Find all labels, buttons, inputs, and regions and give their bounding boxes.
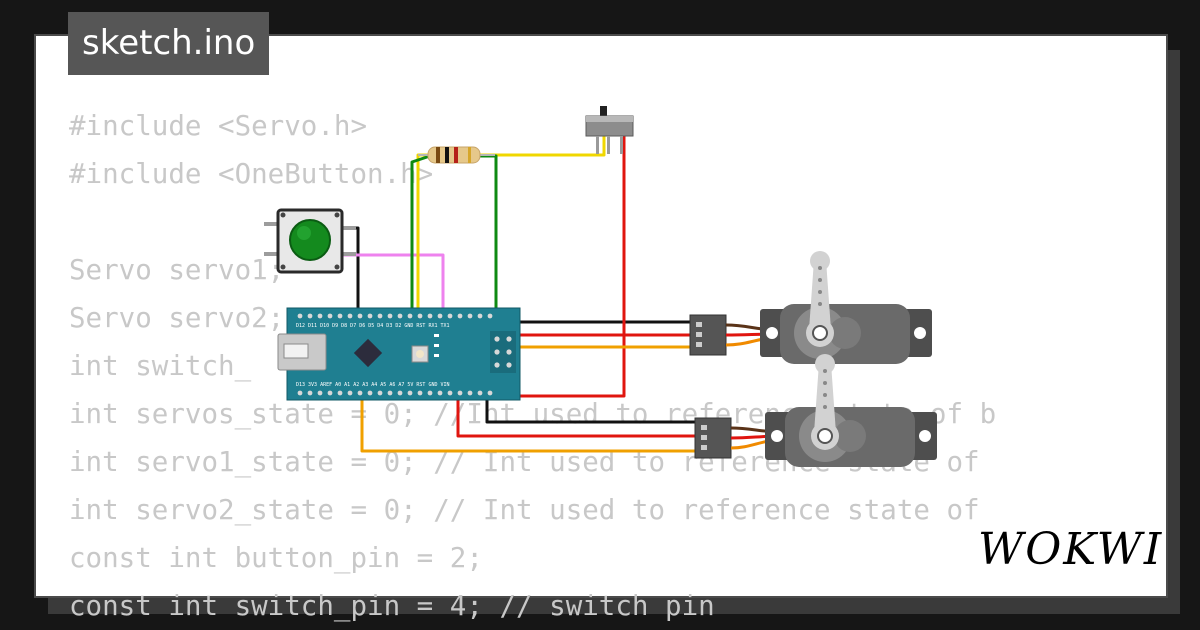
code-line: int servo2_state = 0; // Int used to ref…	[69, 494, 980, 526]
code-line: Servo servo1;	[69, 254, 285, 286]
board-top-pin-labels: D12 D11 D10 D9 D8 D7 D6 D5 D4 D3 D2 GND …	[296, 323, 450, 329]
servo-2-connector	[694, 417, 732, 459]
mcu-chip	[353, 338, 383, 368]
wire-yellow-resistor	[416, 136, 606, 310]
arduino-nano: D12 D11 D10 D9 D8 D7 D6 D5 D4 D3 D2 GND …	[277, 307, 521, 401]
code-line: Servo servo2;	[69, 302, 285, 334]
wire-orange-servo2	[360, 385, 695, 453]
code-line: #include <Servo.h>	[69, 110, 368, 142]
push-button[interactable]	[264, 208, 356, 274]
wires	[342, 136, 695, 453]
wokwi-logo: WOKWI	[978, 524, 1164, 575]
code-line: #include <OneButton.h>	[69, 158, 434, 190]
sketch-title: sketch.ino	[68, 12, 270, 75]
slide-switch[interactable]	[585, 106, 634, 154]
servo-1-connector	[689, 314, 727, 356]
wire-green-left	[410, 154, 431, 316]
resistor	[418, 146, 495, 164]
code-listing: #include <Servo.h> #include <OneButton.h>…	[69, 102, 996, 630]
wire-violet-button	[342, 253, 445, 316]
code-line: const int button_pin = 2;	[69, 542, 483, 574]
board-bottom-pin-labels: D13 3V3 AREF A0 A1 A2 A3 A4 A5 A6 A7 5V …	[296, 382, 450, 388]
servo-motor-1	[689, 251, 932, 364]
switch-knob[interactable]	[600, 106, 607, 118]
button-cap[interactable]	[289, 219, 331, 261]
code-line: int switch_	[69, 350, 252, 382]
code-line: const int switch_pin = 4; // switch pin	[69, 590, 715, 622]
wire-green-right	[468, 154, 498, 315]
servo-motor-2	[694, 354, 937, 467]
